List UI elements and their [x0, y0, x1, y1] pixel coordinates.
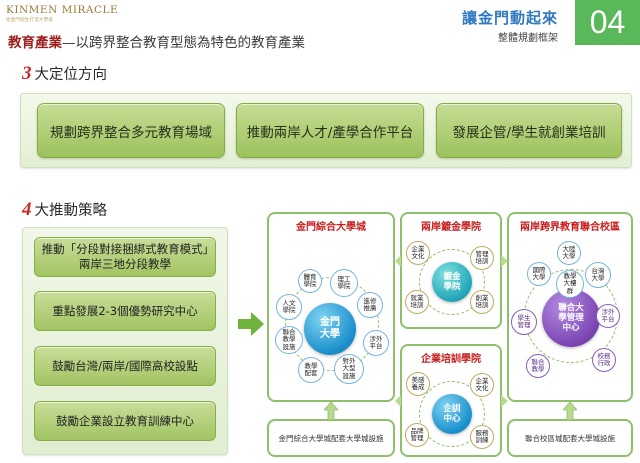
campus-footer-label: 金門綜合大學城配套大學城設施	[278, 434, 384, 443]
slide-subtitle: 整體規劃框架	[498, 33, 558, 44]
right-arrow-icon	[238, 312, 264, 336]
strategy-item-4: 鼓勵企業設立教育訓練中心	[34, 401, 216, 441]
campus-bubble: 涉外 平台	[363, 330, 389, 356]
campus-bubble: 聯合 教學 設施	[275, 326, 303, 354]
enterprise-core: 企訓 中心	[432, 394, 472, 434]
brand-logo: KINMEN MIRACLE	[6, 4, 119, 16]
gilding-bubble: 就業 培訓	[405, 290, 429, 314]
alliance-bubble: 聯合 教學	[526, 354, 550, 378]
headline-description: —以跨界整合教育型態為特色的教育產業	[62, 35, 305, 51]
gilding-title: 兩岸鍍金學院	[421, 222, 481, 233]
gilding-core: 鍍金 學院	[432, 262, 472, 302]
up-arrow-icon	[563, 402, 577, 420]
slide-title: 讓金門動起來	[461, 9, 558, 27]
alliance-bubble: 國際 大學	[527, 262, 551, 286]
alliance-bubble: 台灣 大學	[585, 262, 611, 288]
alliance-bubble: 校務 行政	[592, 348, 616, 372]
campus-bubble: 教學 配套	[298, 357, 324, 383]
alliance-bubble: 涉外 平台	[596, 304, 620, 328]
right-connector-icon	[501, 255, 508, 267]
enterprise-ring	[419, 381, 485, 447]
strategy-item-3: 鼓勵台灣/兩岸/國際高校設點	[34, 346, 216, 386]
alliance-footer-box	[507, 419, 633, 457]
positioning-item-1: 規劃跨界整合多元教育場域	[37, 103, 225, 158]
gilding-ring	[419, 249, 485, 315]
alliance-footer-label: 聯合校區城配套大學城設施	[525, 434, 615, 443]
campus-bubble: 進修 推廣	[357, 292, 383, 318]
campus-bubble: 人文 學院	[276, 294, 302, 320]
left-connector-icon	[395, 255, 401, 267]
left-connector-icon	[395, 395, 401, 407]
brand-logo-subtitle: 從金門創生打造大學城	[6, 18, 53, 23]
positioning-title: 大定位方向	[34, 67, 108, 83]
gilding-bubble: 創業 培訓	[470, 290, 494, 314]
strategy-item-2: 重點發展2-3個優勢研究中心	[34, 291, 216, 331]
campus-bubble: 理工 學院	[330, 269, 358, 297]
page-headline: 教育產業—以跨界整合教育型態為特色的教育產業	[8, 31, 305, 51]
up-arrow-icon	[324, 402, 338, 420]
gilding-bubble: 管理 培訓	[470, 246, 494, 270]
positioning-item-3: 發展企管/學生就創業培訓	[436, 103, 622, 158]
enterprise-bubble: 美感 養成	[406, 372, 430, 396]
gilding-bubble: 企業 文化	[406, 241, 430, 265]
alliance-bubble: 學生 管理	[511, 309, 537, 335]
campus-footer-box	[267, 419, 395, 457]
alliance-bubble: 教學 大樓 群	[556, 270, 584, 298]
campus-core: 金門 大學	[304, 303, 356, 355]
campus-bubble: 對外 大型 設施	[334, 354, 364, 384]
enterprise-title: 企業培訓學院	[421, 354, 481, 365]
positioning-item-2: 推動兩岸人才/產學合作平台	[236, 103, 424, 158]
strategy-item-1: 推動「分段對接捆綁式教育模式」兩岸三地分段教學	[34, 237, 216, 277]
alliance-core: 聯合大 學管理 中心	[542, 289, 600, 347]
campus-title: 金門綜合大學城	[296, 222, 366, 233]
alliance-bubble: 大陸 大學	[557, 241, 581, 265]
page-number-badge: 04	[575, 0, 640, 45]
positioning-number: 3	[22, 63, 32, 84]
strategies-number: 4	[22, 199, 32, 220]
enterprise-bubble: 品牌 管理	[405, 423, 429, 447]
campus-bubble: 體育 學院	[298, 269, 322, 293]
headline-topic: 教育產業	[8, 35, 62, 51]
alliance-title: 兩岸跨界教育聯合校區	[520, 222, 620, 233]
enterprise-bubble: 企業 文化	[470, 373, 494, 397]
right-connector-icon	[501, 395, 508, 407]
enterprise-bubble: 服務 訓練	[470, 425, 494, 449]
strategies-title: 大推動策略	[34, 203, 108, 219]
